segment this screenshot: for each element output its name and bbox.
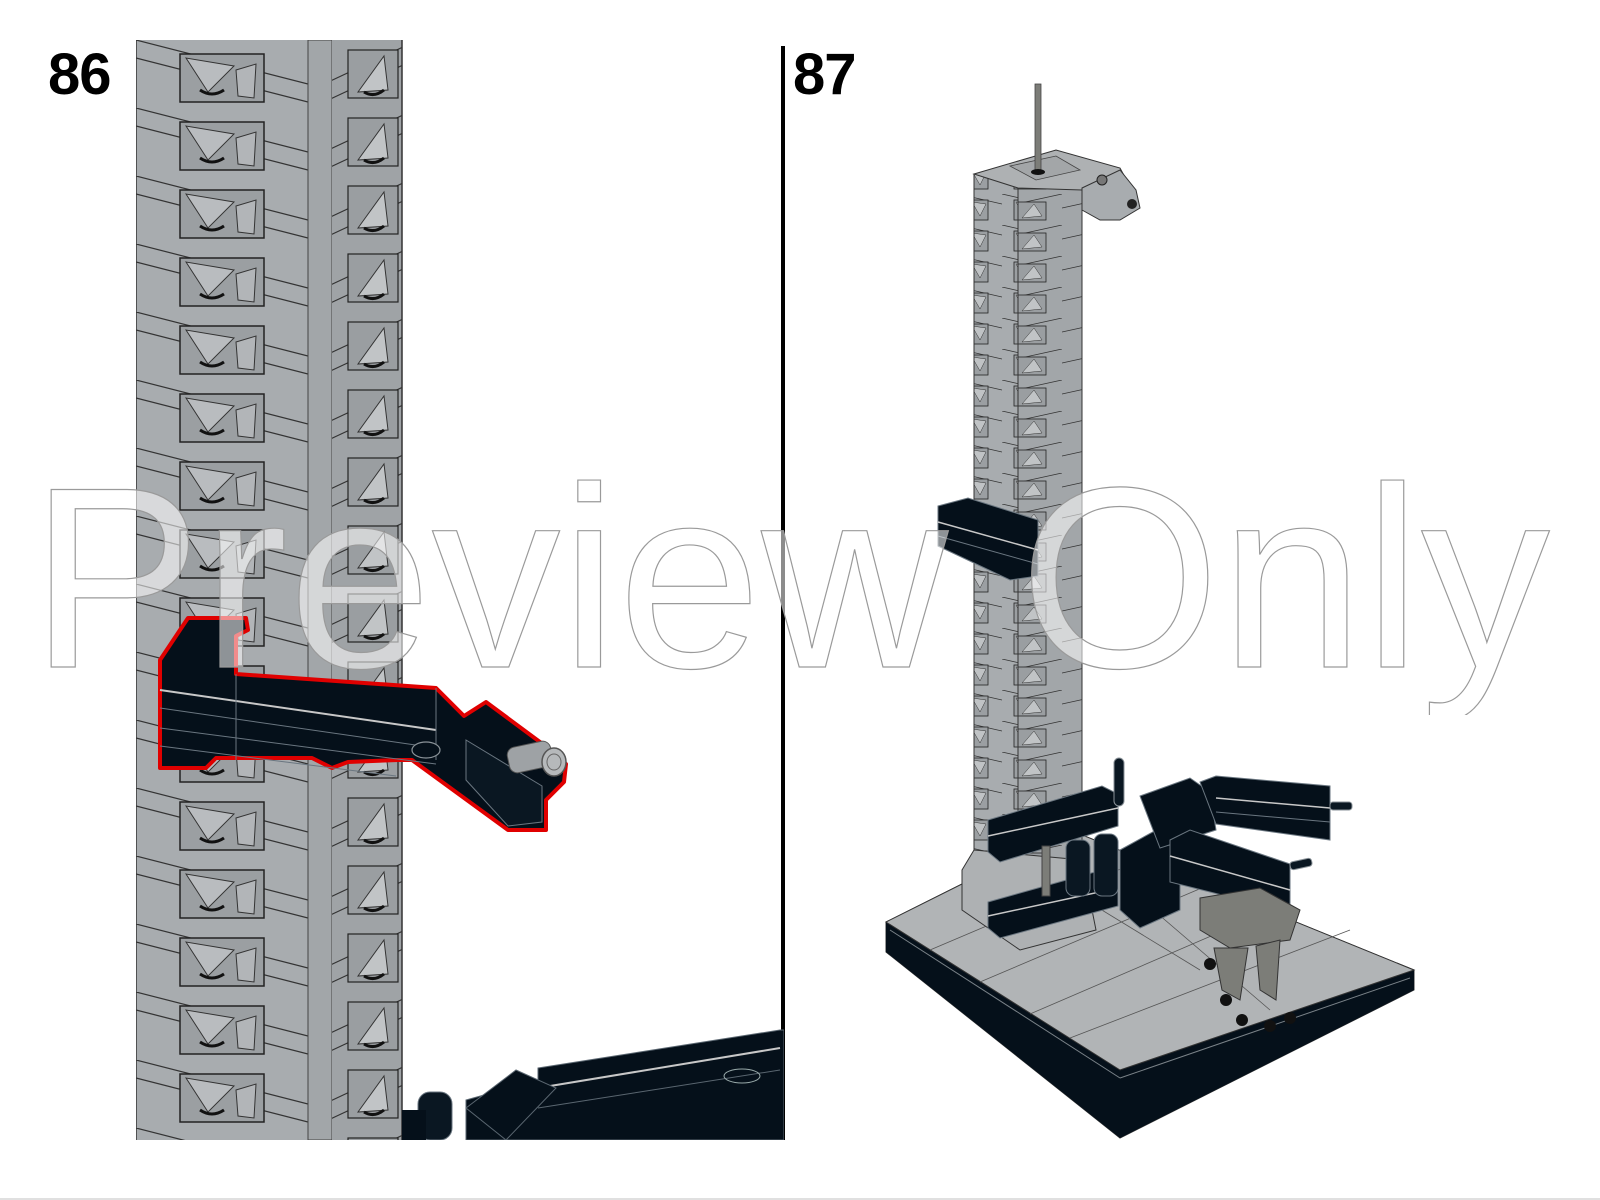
page-bottom-rule	[0, 1198, 1600, 1200]
antenna-rod	[1034, 83, 1042, 173]
gray-pin-connector	[506, 740, 567, 777]
step-number-86: 86	[48, 42, 112, 107]
existing-black-arm-bottom	[402, 1029, 784, 1140]
step-number-87: 87	[793, 42, 857, 107]
step-86-illustration	[136, 40, 784, 1140]
tower-left-face	[136, 40, 308, 1140]
rocket-engine-cluster	[1199, 887, 1301, 1032]
step-87-illustration	[870, 70, 1450, 1160]
step-divider	[781, 46, 785, 1140]
tower-right-face	[332, 40, 402, 1140]
swing-arms-lower	[987, 757, 1353, 939]
new-arm-assembly-highlighted	[158, 616, 568, 832]
launch-tower-model-illustration	[884, 83, 1416, 1139]
tower-closeup-illustration	[136, 40, 784, 1140]
swing-arm-middle	[937, 497, 1039, 581]
